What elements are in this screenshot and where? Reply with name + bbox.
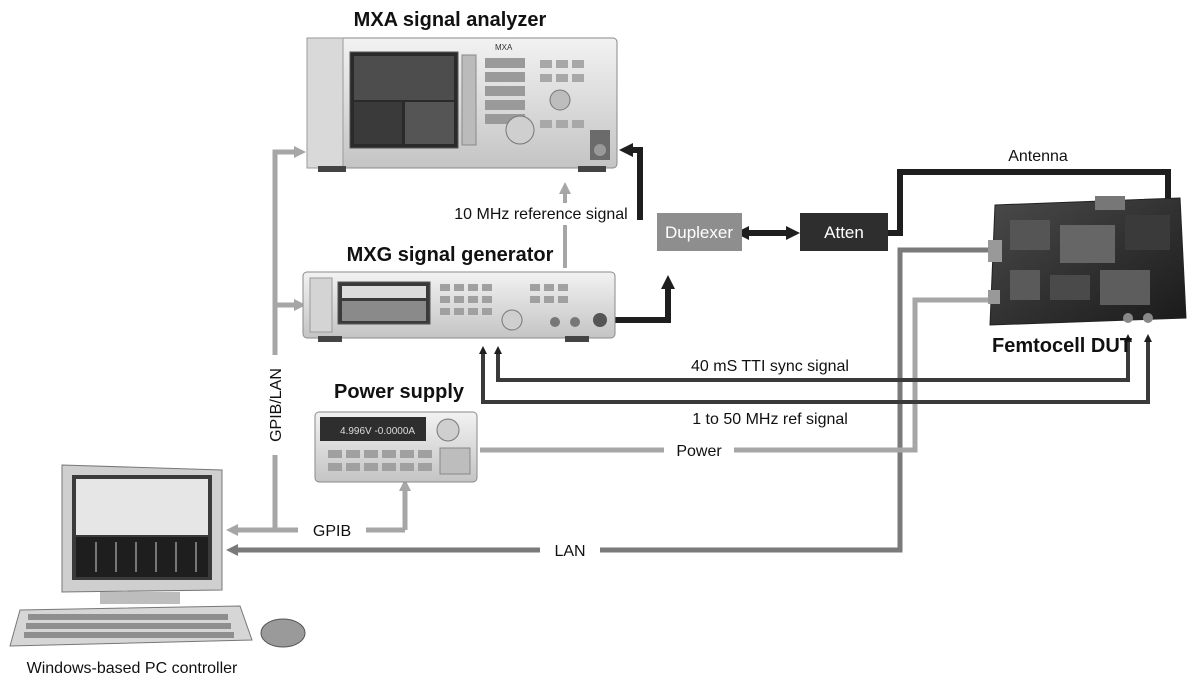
power-supply-display: 4.996V -0.0000A <box>340 426 415 437</box>
power-label: Power <box>676 443 722 460</box>
rf-path <box>600 143 1171 323</box>
mxa-signal-analyzer: MXA <box>306 37 618 172</box>
mxg-title: MXG signal generator <box>347 244 554 266</box>
gpib-lan-label: GPIB/LAN <box>268 368 285 442</box>
atten-label: Atten <box>824 223 864 242</box>
power-supply: 4.996V -0.0000A <box>314 411 478 483</box>
atten-block <box>800 213 888 251</box>
mxa-title: MXA signal analyzer <box>354 9 547 31</box>
mxg-signal-generator <box>302 271 616 342</box>
antenna-label: Antenna <box>1008 148 1068 165</box>
ref-10mhz-label: 10 MHz reference signal <box>454 206 627 223</box>
duplexer-label: Duplexer <box>665 223 733 242</box>
femtocell-dut-title: Femtocell DUT <box>992 335 1132 357</box>
gpib-label: GPIB <box>313 523 351 540</box>
lan-label: LAN <box>554 543 585 560</box>
mxa-brand-label: MXA <box>495 43 513 52</box>
pc-controller <box>9 464 306 648</box>
ref-1-50mhz-label: 1 to 50 MHz ref signal <box>692 411 848 428</box>
tti-sync-label: 40 mS TTI sync signal <box>691 358 849 375</box>
duplexer-block <box>657 213 742 251</box>
sync-lines <box>479 334 1152 404</box>
femtocell-dut <box>988 196 1187 326</box>
power-supply-title: Power supply <box>334 381 465 403</box>
pc-title: Windows-based PC controller <box>27 660 238 677</box>
